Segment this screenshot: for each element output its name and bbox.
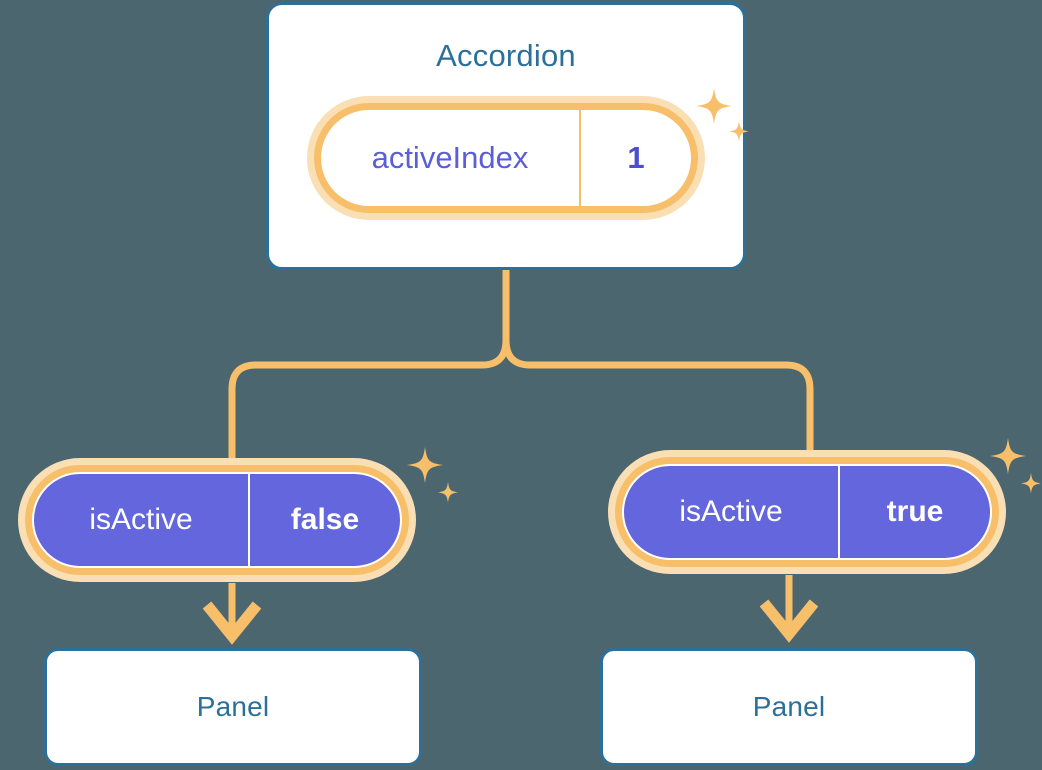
sparkle-small-icon (438, 482, 458, 503)
state-value-activeindex: 1 (627, 140, 645, 175)
pill-ring: isActive false (25, 465, 409, 575)
pill-body: activeIndex 1 (321, 110, 691, 206)
sparkle-large-icon (990, 438, 1026, 474)
sparkle-large-icon (407, 447, 443, 483)
state-value-isactive-left: false (290, 503, 360, 536)
state-key-isactive-left: isActive (34, 474, 250, 566)
accordion-title: Accordion (436, 38, 576, 73)
state-key-isactive-right: isActive (624, 466, 840, 558)
sparkle-small-icon (1021, 473, 1041, 494)
panel-card-right: Panel (600, 648, 978, 766)
panel-left-title: Panel (196, 691, 270, 722)
connector-branch-left (228, 336, 510, 474)
state-pill-isactive-true[interactable]: isActive true (608, 450, 1006, 574)
state-pill-isactive-false[interactable]: isActive false (18, 458, 416, 582)
state-value-isactive-right: true (886, 495, 944, 528)
state-pill-activeindex[interactable]: activeIndex 1 (307, 96, 705, 220)
state-key-activeindex: activeIndex (321, 110, 581, 206)
pill-ring: isActive true (615, 457, 999, 567)
panel-card-left: Panel (44, 648, 422, 766)
connector-branch-right (502, 336, 814, 466)
pill-ring: activeIndex 1 (314, 103, 698, 213)
pill-body: isActive true (622, 464, 992, 560)
arrow-left-pill-to-panel (202, 583, 262, 645)
panel-right-title: Panel (752, 691, 826, 722)
arrow-right-pill-to-panel (759, 575, 819, 643)
pill-body: isActive false (32, 472, 402, 568)
